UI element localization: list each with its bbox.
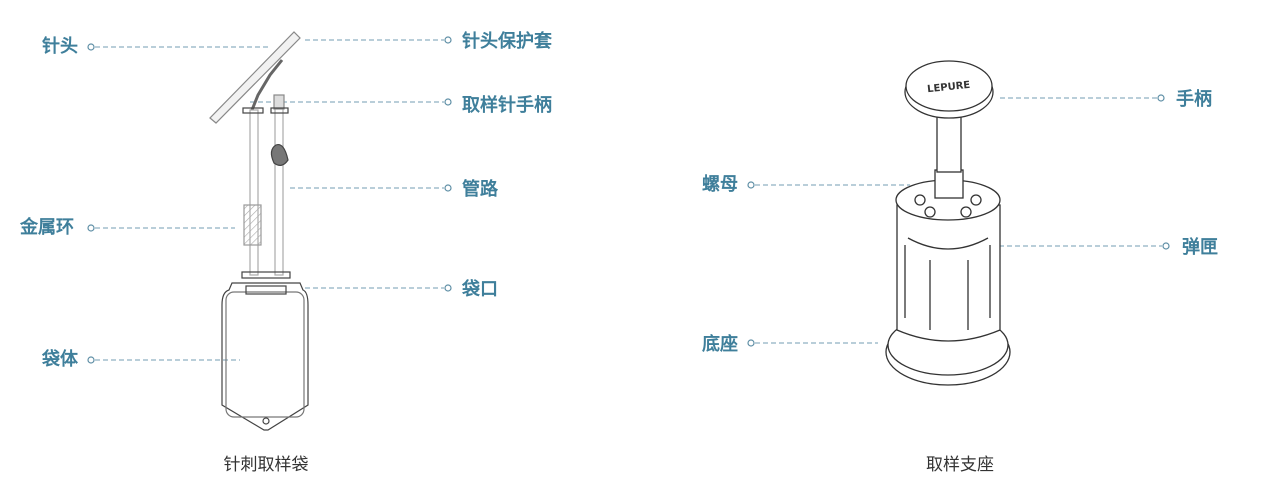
label-magazine: 弹匣	[1182, 237, 1218, 258]
label-needle-handle: 取样针手柄	[462, 95, 552, 116]
tube-right	[274, 97, 284, 276]
needle	[250, 59, 284, 111]
leader-dots	[87, 36, 1170, 364]
shaft	[936, 111, 962, 173]
label-base: 底座	[702, 334, 738, 355]
tube-left	[249, 109, 259, 276]
label-nut: 螺母	[702, 174, 738, 195]
nut	[934, 169, 964, 199]
label-handle: 手柄	[1176, 89, 1212, 110]
bag-body	[221, 282, 309, 431]
sampling-stand-drawing	[885, 60, 1011, 386]
sampling-bag-drawing	[209, 31, 309, 431]
logo: LEPURE	[927, 80, 971, 95]
label-bag-port: 袋口	[462, 279, 498, 300]
clamp	[270, 143, 289, 166]
metal-ring	[243, 204, 262, 246]
label-needle: 针头	[42, 36, 78, 57]
caption-sampling-bag: 针刺取样袋	[223, 455, 309, 475]
magazine	[896, 204, 1001, 342]
label-metal-ring: 金属环	[20, 217, 74, 238]
label-needle-cap: 针头保护套	[462, 31, 552, 52]
needle-cap	[209, 31, 301, 124]
caption-sampling-stand: 取样支座	[926, 455, 994, 475]
label-tubing: 管路	[462, 179, 498, 200]
leader-lines	[95, 39, 1162, 361]
label-bag-body: 袋体	[42, 349, 78, 370]
